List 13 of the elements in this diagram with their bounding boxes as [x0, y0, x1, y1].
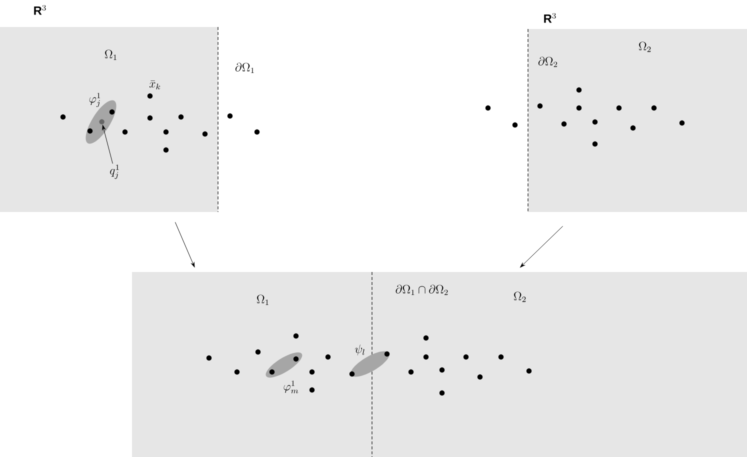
arrow	[174, 222, 195, 268]
math-label: $\psi_l$	[354, 344, 364, 356]
math-label: $\partial\Omega_2$	[538, 56, 558, 68]
math-label: $\mathbf{R}^3$	[34, 5, 46, 15]
arrow	[520, 226, 564, 268]
leader-line	[102, 125, 113, 164]
point-label: $q_j^1$	[110, 164, 119, 179]
math-label: $\partial\Omega_1 \cap \partial\Omega_2$	[396, 284, 448, 296]
math-label: $\bar{x}_k$	[149, 80, 160, 90]
math-label: $\varphi_m^1$	[284, 380, 298, 394]
math-label: $\varphi_j^1$	[89, 92, 100, 108]
math-label: $\partial\Omega_1$	[235, 62, 254, 74]
point	[99, 119, 104, 124]
